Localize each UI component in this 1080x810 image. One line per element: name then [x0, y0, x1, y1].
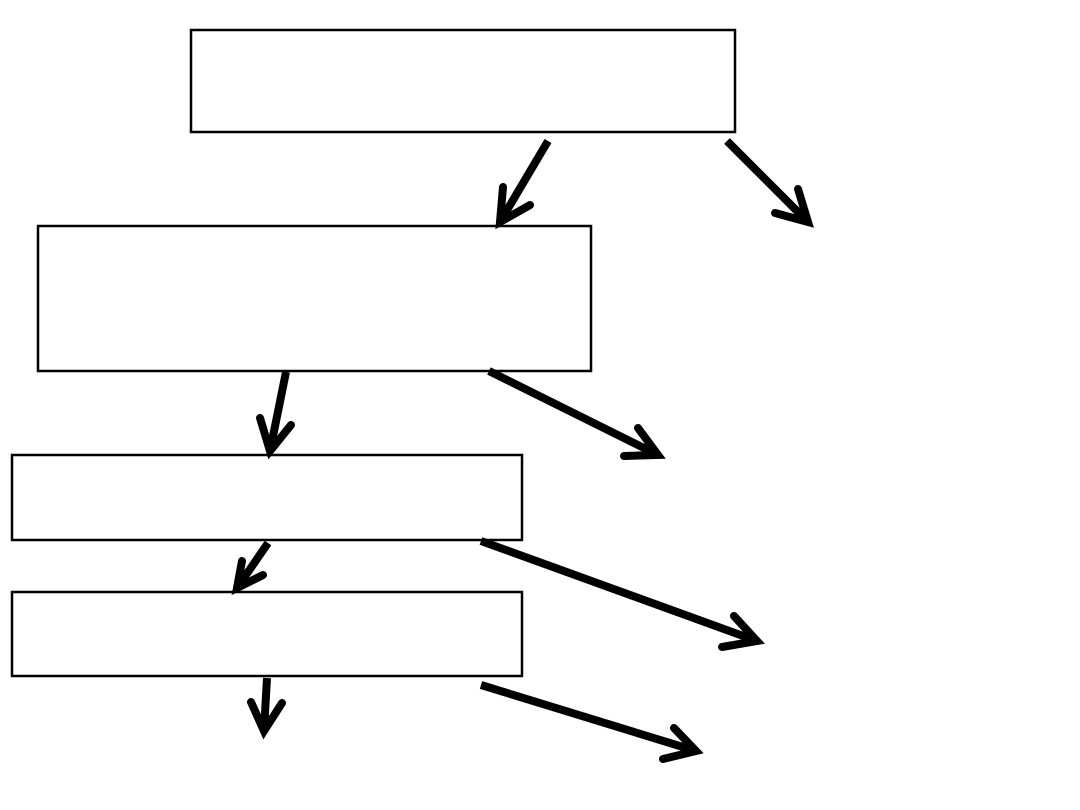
arrow-box1-to-box2 — [495, 138, 552, 230]
arrow-box3-right — [479, 537, 765, 651]
arrow-box4-down — [247, 677, 286, 740]
arrow-box2-right — [487, 367, 666, 460]
arrow-box2-to-box3 — [256, 371, 295, 460]
box-4 — [10, 590, 524, 678]
arrow-box4-right — [479, 681, 704, 763]
box-1 — [189, 28, 737, 134]
box-3 — [10, 453, 524, 542]
arrow-box1-right — [724, 138, 814, 228]
box-2 — [36, 224, 593, 373]
arrow-box3-to-box4 — [231, 540, 272, 596]
